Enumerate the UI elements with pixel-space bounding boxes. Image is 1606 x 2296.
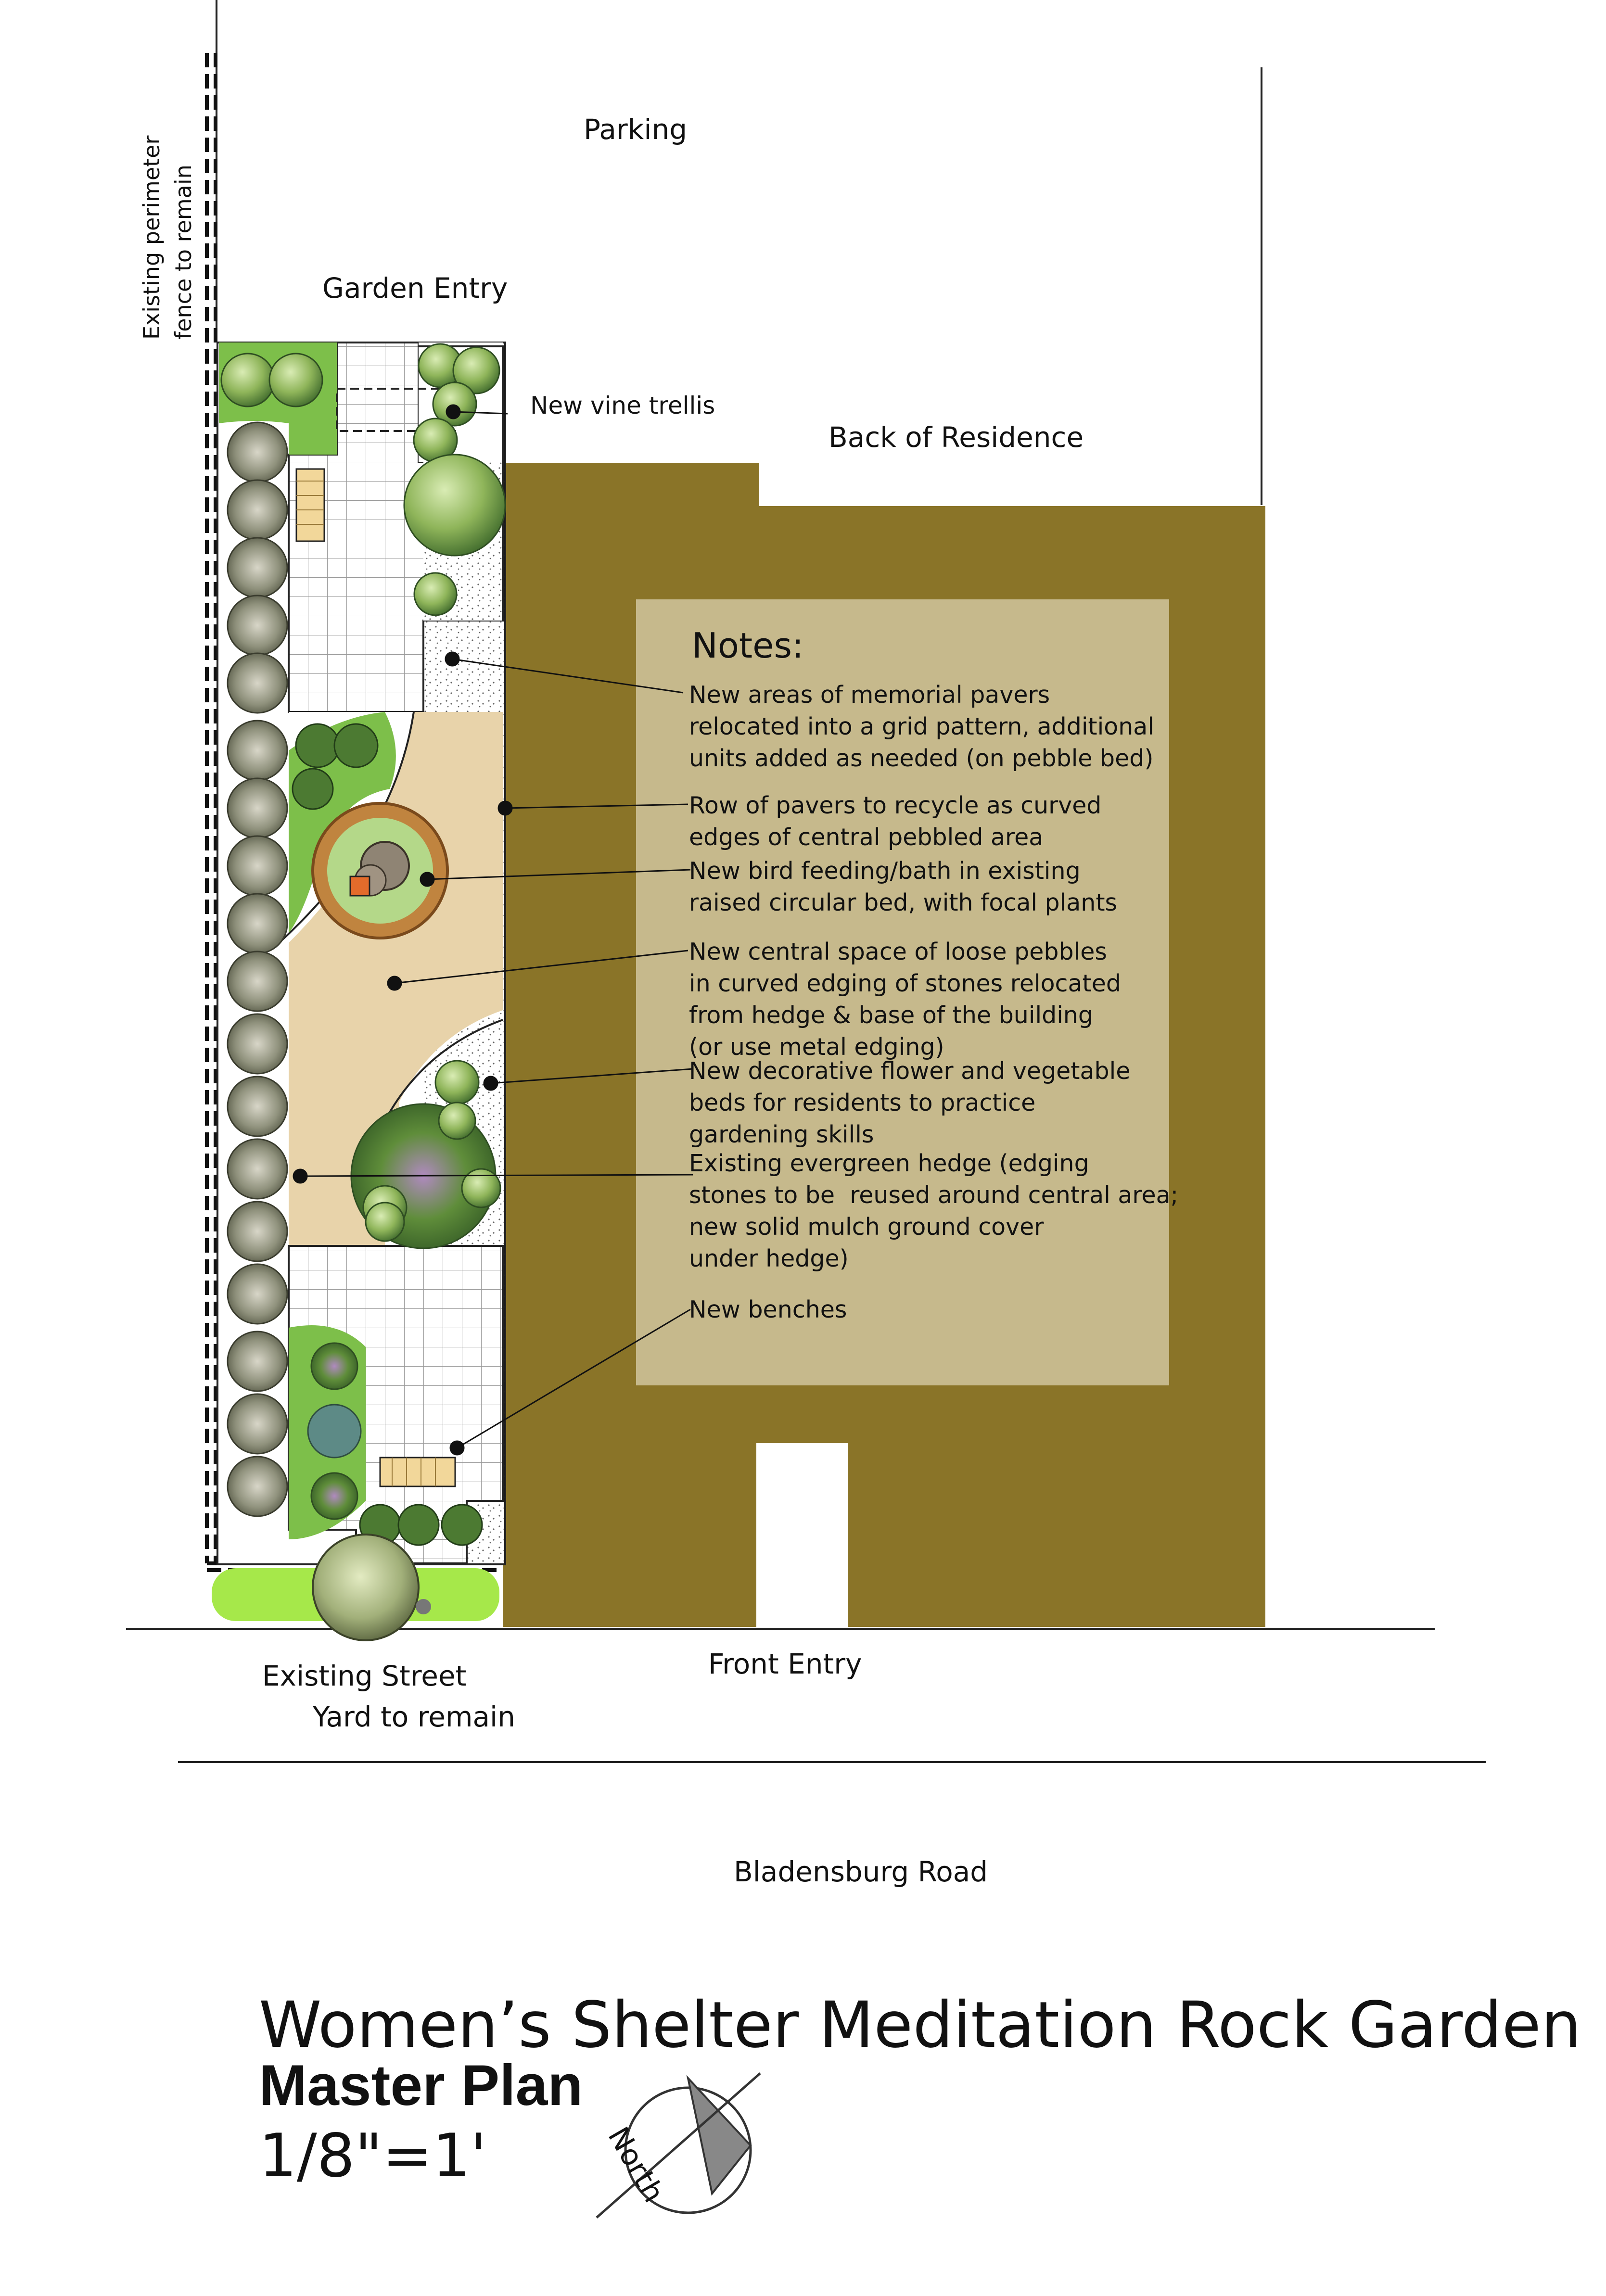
fence-label: Existing perimeter fence to remain xyxy=(136,136,199,340)
back-of-residence-label: Back of Residence xyxy=(828,421,1084,454)
notes-panel-bg xyxy=(636,599,1169,1385)
vine-trellis-label: New vine trellis xyxy=(530,392,715,419)
note-memorial-pavers: New areas of memorial pavers relocated i… xyxy=(689,681,1154,772)
street-yard-label-2: Yard to remain xyxy=(313,1700,515,1733)
plan-title: Women’s Shelter Meditation Rock Garden xyxy=(259,1988,1581,2062)
fence-label-line-2: fence to remain xyxy=(170,165,196,340)
parking-label: Parking xyxy=(584,113,688,146)
notes-panel: Notes: New areas of memorial pavers relo… xyxy=(636,599,1178,1385)
fence-label-line-1: Existing perimeter xyxy=(139,135,165,340)
street-tree xyxy=(312,1534,420,1641)
note-evergreen-hedge: Existing evergreen hedge (edging stones … xyxy=(689,1150,1179,1272)
front-entry-label: Front Entry xyxy=(708,1648,862,1680)
plan-scale: 1/8"=1' xyxy=(259,2121,487,2191)
plan-subtitle: Master Plan xyxy=(259,2053,583,2118)
garden-entry-label: Garden Entry xyxy=(322,272,508,304)
road-label: Bladensburg Road xyxy=(734,1855,988,1888)
note-recycle-pavers: Row of pavers to recycle as curved edges… xyxy=(689,792,1102,851)
north-arrow xyxy=(596,2072,761,2219)
street-yard-label-1: Existing Street xyxy=(262,1660,467,1692)
note-benches: New benches xyxy=(689,1296,847,1323)
bench-upper xyxy=(295,468,325,542)
notes-heading: Notes: xyxy=(692,625,804,666)
evergreen-hedge xyxy=(227,421,288,1517)
note-bird-bath: New bird feeding/bath in existing raised… xyxy=(689,857,1118,916)
shrubs xyxy=(220,343,506,1546)
note-flower-beds: New decorative flower and vegetable beds… xyxy=(689,1057,1131,1148)
bench-lower xyxy=(379,1457,456,1487)
note-central-pebbles: New central space of loose pebbles in cu… xyxy=(689,938,1121,1061)
